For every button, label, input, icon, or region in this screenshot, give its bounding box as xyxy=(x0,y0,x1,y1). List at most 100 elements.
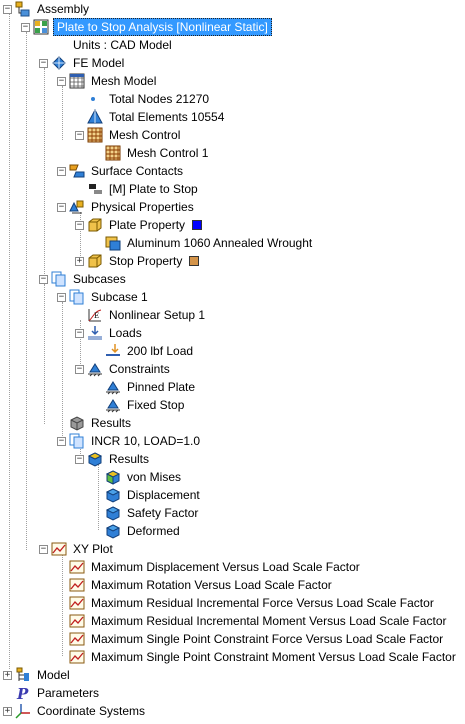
tree-label: Nonlinear Setup 1 xyxy=(109,308,206,322)
loads-icon xyxy=(87,325,103,341)
collapse-toggle[interactable]: − xyxy=(21,21,30,32)
tree-line xyxy=(98,464,99,530)
node-dot-icon xyxy=(87,91,103,107)
tree-node-xy-item[interactable]: Maximum Residual Incremental Force Versu… xyxy=(57,594,436,612)
subcase-icon xyxy=(69,289,85,305)
model-icon xyxy=(15,667,31,683)
collapse-toggle[interactable]: − xyxy=(39,273,48,284)
tree-label: Maximum Single Point Constraint Force Ve… xyxy=(91,632,444,646)
tree-label: Safety Factor xyxy=(127,506,199,520)
tree-node-material[interactable]: Aluminum 1060 Annealed Wrought xyxy=(93,234,314,252)
tree-label: von Mises xyxy=(127,470,182,484)
tree-node-total-nodes[interactable]: Total Nodes 21270 xyxy=(75,90,211,108)
mesh-grid-icon xyxy=(69,73,85,89)
tree-node-results[interactable]: Results xyxy=(57,414,133,432)
tree-node-stop-property[interactable]: + Stop Property xyxy=(75,252,200,270)
contact-pair-icon xyxy=(87,181,103,197)
tree-node-xy-item[interactable]: Maximum Rotation Versus Load Scale Facto… xyxy=(57,576,334,594)
tree-label: FE Model xyxy=(73,56,125,70)
tree-label: Mesh Model xyxy=(91,74,157,88)
tree-node-displacement[interactable]: Displacement xyxy=(93,486,202,504)
svg-text:P: P xyxy=(16,685,29,701)
collapse-toggle[interactable]: − xyxy=(75,129,84,140)
tree-node-xy-item[interactable]: Maximum Single Point Constraint Moment V… xyxy=(57,648,458,666)
xy-plot-icon xyxy=(69,649,85,665)
collapse-toggle[interactable]: − xyxy=(57,291,66,302)
tree-node-xy-item[interactable]: Maximum Displacement Versus Load Scale F… xyxy=(57,558,362,576)
tree-label: [M] Plate to Stop xyxy=(109,182,198,196)
tree-label: Total Elements 10554 xyxy=(109,110,225,124)
result-contour-icon xyxy=(105,523,121,539)
tree-node-xy-plot[interactable]: − XY Plot xyxy=(39,540,115,558)
tree-label: Subcases xyxy=(73,272,126,286)
tree-node-constraints[interactable]: − Constraints xyxy=(75,360,172,378)
collapse-toggle[interactable]: − xyxy=(3,3,12,14)
collapse-toggle[interactable]: − xyxy=(57,75,66,86)
material-icon xyxy=(105,235,121,251)
tree-node-pinned-plate[interactable]: Pinned Plate xyxy=(93,378,197,396)
collapse-toggle[interactable]: − xyxy=(57,201,66,212)
tree-node-assembly[interactable]: − Assembly xyxy=(3,0,91,18)
tree-line xyxy=(9,14,10,669)
tree-label: Loads xyxy=(109,326,142,340)
tree-node-fe-model[interactable]: − FE Model xyxy=(39,54,126,72)
collapse-toggle[interactable]: − xyxy=(57,165,66,176)
xy-plot-icon xyxy=(51,541,67,557)
collapse-toggle[interactable]: − xyxy=(75,453,84,464)
tree-node-xy-item[interactable]: Maximum Residual Incremental Moment Vers… xyxy=(57,612,448,630)
results-cube-icon xyxy=(69,415,85,431)
tree-label: Physical Properties xyxy=(91,200,194,214)
expand-toggle[interactable]: + xyxy=(3,669,12,680)
tree-node-surface-contacts[interactable]: − Surface Contacts xyxy=(57,162,185,180)
property-box-icon xyxy=(87,253,103,269)
tree-node-nonlinear-setup[interactable]: E Nonlinear Setup 1 xyxy=(75,306,207,324)
tree-node-fixed-stop[interactable]: Fixed Stop xyxy=(93,396,186,414)
tree-node-von-mises[interactable]: von Mises xyxy=(93,468,183,486)
collapse-toggle[interactable]: − xyxy=(57,435,66,446)
collapse-toggle[interactable]: − xyxy=(39,543,48,554)
collapse-toggle[interactable]: − xyxy=(75,219,84,230)
tree-node-safety-factor[interactable]: Safety Factor xyxy=(93,504,200,522)
tree-node-increment-results[interactable]: − Results xyxy=(75,450,151,468)
tree-label: Plate Property xyxy=(109,218,186,232)
collapse-toggle[interactable]: − xyxy=(75,327,84,338)
nonlinear-setup-icon: E xyxy=(87,307,103,323)
collapse-toggle[interactable]: − xyxy=(75,363,84,374)
tree-node-loads[interactable]: − Loads xyxy=(75,324,144,342)
svg-text:E: E xyxy=(94,312,99,320)
tree-node-plate-property[interactable]: − Plate Property xyxy=(75,216,203,234)
tree-node-xy-item[interactable]: Maximum Single Point Constraint Force Ve… xyxy=(57,630,445,648)
tree-node-model[interactable]: + Model xyxy=(3,666,72,684)
tree-node-mesh-control[interactable]: − Mesh Control xyxy=(75,126,182,144)
tree-node-physical-properties[interactable]: − Physical Properties xyxy=(57,198,196,216)
expand-toggle[interactable]: + xyxy=(3,705,12,716)
tree-node-parameters[interactable]: P Parameters xyxy=(3,684,101,702)
tree-label: Maximum Single Point Constraint Moment V… xyxy=(91,650,456,664)
expand-toggle[interactable]: + xyxy=(75,255,84,266)
tree-node-load-200[interactable]: 200 lbf Load xyxy=(93,342,195,360)
tree-node-units[interactable]: Units : CAD Model xyxy=(39,36,174,54)
constraint-icon xyxy=(105,379,121,395)
tree-node-coordinate-systems[interactable]: + Coordinate Systems xyxy=(3,702,147,720)
tree-node-increment[interactable]: − INCR 10, LOAD=1.0 xyxy=(57,432,202,450)
tree-node-total-elements[interactable]: Total Elements 10554 xyxy=(75,108,226,126)
tree-node-contact-pair[interactable]: [M] Plate to Stop xyxy=(75,180,200,198)
results-icon xyxy=(87,451,103,467)
assembly-icon xyxy=(15,1,31,17)
tree-node-subcase-1[interactable]: − Subcase 1 xyxy=(57,288,150,306)
plate-color-swatch xyxy=(192,220,203,230)
tree-node-mesh-model[interactable]: − Mesh Model xyxy=(57,72,158,90)
parameters-icon: P xyxy=(15,685,31,701)
tree-node-deformed[interactable]: Deformed xyxy=(93,522,182,540)
xy-plot-icon xyxy=(69,559,85,575)
tree-node-subcases[interactable]: − Subcases xyxy=(39,270,128,288)
coordinate-system-icon xyxy=(15,703,31,719)
mesh-control-icon xyxy=(87,127,103,143)
tree-label: Maximum Rotation Versus Load Scale Facto… xyxy=(91,578,332,592)
result-contour-icon xyxy=(105,505,121,521)
tree-node-analysis[interactable]: − Plate to Stop Analysis [Nonlinear Stat… xyxy=(21,18,272,36)
tree-label: Results xyxy=(109,452,150,466)
tree-node-mesh-control-1[interactable]: Mesh Control 1 xyxy=(93,144,210,162)
collapse-toggle[interactable]: − xyxy=(39,57,48,68)
xy-plot-icon xyxy=(69,631,85,647)
